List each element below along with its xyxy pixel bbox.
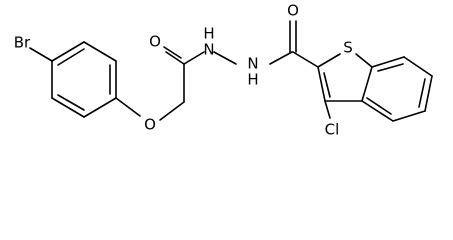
c3-cl-bond	[324, 100, 331, 119]
ether-oxygen-label: O	[144, 116, 156, 134]
thiophene-sulfur-label: S	[343, 39, 353, 57]
svg-text:H: H	[203, 25, 214, 43]
hydrazide-nh-2-label: N H	[247, 55, 258, 89]
n-n-bond	[213, 51, 237, 65]
n2-carbonyl-bond	[269, 51, 293, 65]
amide-oxygen-1-label: O	[149, 33, 161, 51]
carbonyl1-double-bond-a	[165, 51, 185, 65]
svg-text:N: N	[203, 41, 214, 59]
ring-o-bond	[115, 97, 141, 117]
carbonyl-n1-bond	[183, 51, 205, 65]
br-bond	[29, 47, 53, 62]
benzothiophene	[317, 53, 433, 122]
molecule-structure: Br O O H N N H O S Cl	[14, 2, 433, 139]
amide-oxygen-2-label: O	[287, 2, 299, 20]
svg-text:N: N	[247, 55, 258, 73]
bromophenyl-ring	[51, 41, 117, 118]
o-ch2-bond	[159, 101, 185, 121]
hydrazide-nh-1-label: H N	[203, 25, 214, 59]
bromine-label: Br	[14, 34, 31, 52]
chlorine-label: Cl	[325, 121, 340, 139]
carbonyl1-double-bond-b	[163, 46, 182, 59]
carbonyl-thiophene-bond	[292, 51, 319, 68]
svg-text:H: H	[247, 71, 258, 89]
